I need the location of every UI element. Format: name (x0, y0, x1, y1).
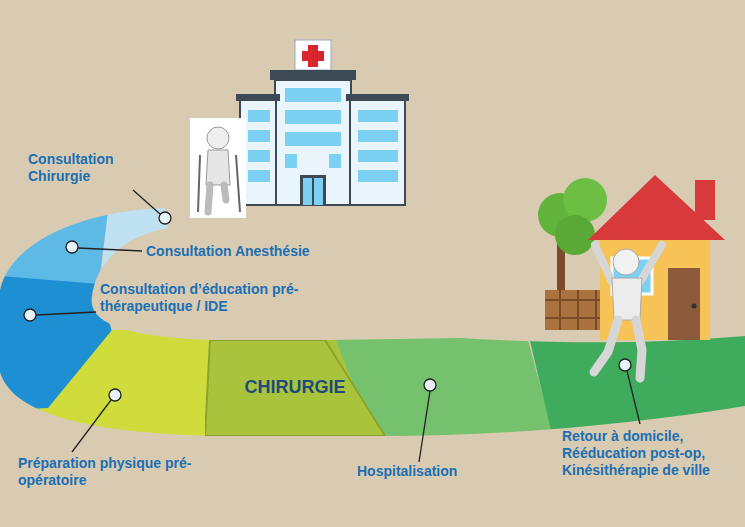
step-label: Retour à domicile, Rééducation post-op, … (562, 428, 738, 479)
node-text: CHIRURGIE (205, 377, 385, 398)
step-label: Consultation Chirurgie (28, 151, 138, 185)
step-label: Préparation physique pré-opératoire (18, 455, 193, 489)
step-label: Consultation d’éducation pré-thérapeutiq… (100, 281, 305, 315)
happy-figure (594, 245, 662, 378)
patient-crutches-figure (190, 118, 246, 218)
leader-line (36, 190, 640, 462)
step-label: Hospitalisation (357, 463, 507, 480)
step-label: Consultation Anesthésie (146, 243, 346, 260)
surgery-band-segment: CHIRURGIE (205, 340, 385, 436)
hospital-icon (236, 40, 409, 205)
house-icon (538, 175, 725, 340)
